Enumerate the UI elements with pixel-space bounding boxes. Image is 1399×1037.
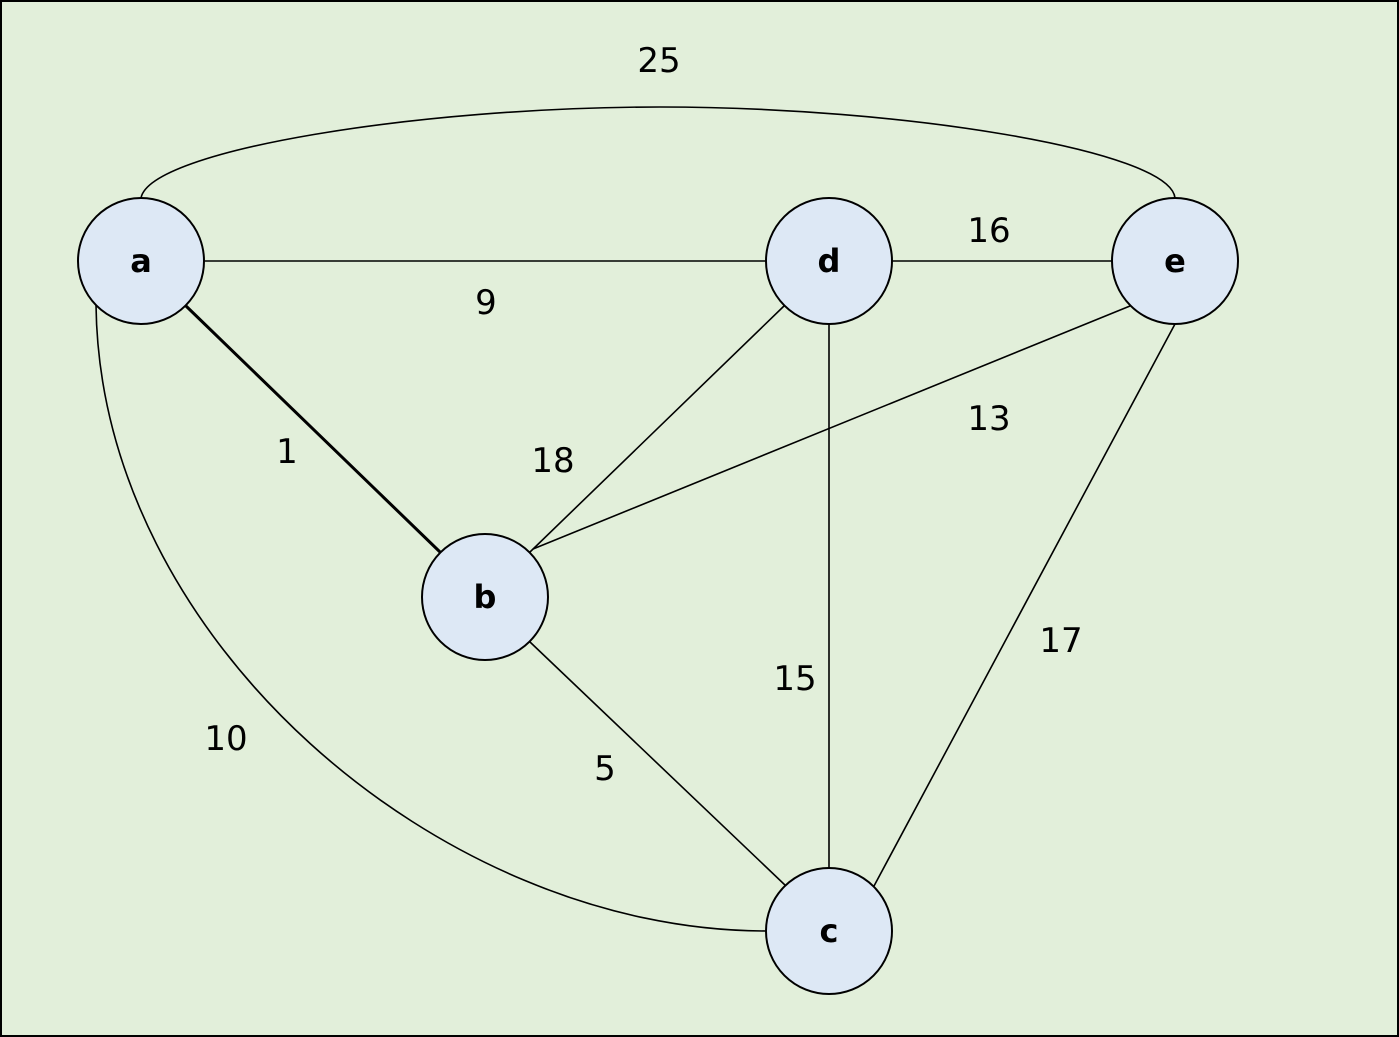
edge-layer — [95, 106, 1176, 932]
node-a: a — [77, 197, 205, 325]
edge-weight-a-d: 9 — [475, 283, 497, 323]
node-label-b: b — [474, 578, 497, 616]
node-label-d: d — [818, 242, 841, 280]
edge-a-e — [140, 106, 1176, 199]
node-circle-d — [765, 197, 893, 325]
node-layer: a b c d e — [77, 197, 1239, 995]
node-circle-c — [765, 867, 893, 995]
edge-weight-d-c: 15 — [773, 659, 816, 699]
node-d: d — [765, 197, 893, 325]
edge-weight-d-e: 16 — [967, 211, 1010, 251]
node-label-e: e — [1164, 242, 1186, 280]
edge-b-c — [529, 641, 787, 887]
edge-a-c — [95, 304, 767, 932]
edge-weight-b-c: 5 — [594, 749, 616, 789]
node-circle-a — [77, 197, 205, 325]
edge-b-e — [532, 305, 1131, 550]
node-circle-e — [1111, 197, 1239, 325]
node-e: e — [1111, 197, 1239, 325]
edge-e-c — [873, 323, 1176, 887]
edge-weight-a-c: 10 — [204, 719, 247, 759]
edge-weight-e-c: 17 — [1039, 621, 1082, 661]
node-c: c — [765, 867, 893, 995]
weight-label-layer: 25 9 16 1 18 13 15 17 10 5 — [204, 41, 1082, 789]
edge-weight-a-e: 25 — [637, 41, 680, 81]
edge-weight-a-b: 1 — [276, 432, 298, 472]
edge-b-d — [529, 305, 785, 553]
edge-a-b-highlighted — [184, 304, 442, 554]
node-label-c: c — [820, 912, 839, 950]
edge-weight-b-e: 13 — [967, 399, 1010, 439]
edge-weight-b-d: 18 — [531, 441, 574, 481]
node-label-a: a — [130, 242, 152, 280]
node-b: b — [421, 533, 549, 661]
node-circle-b — [421, 533, 549, 661]
